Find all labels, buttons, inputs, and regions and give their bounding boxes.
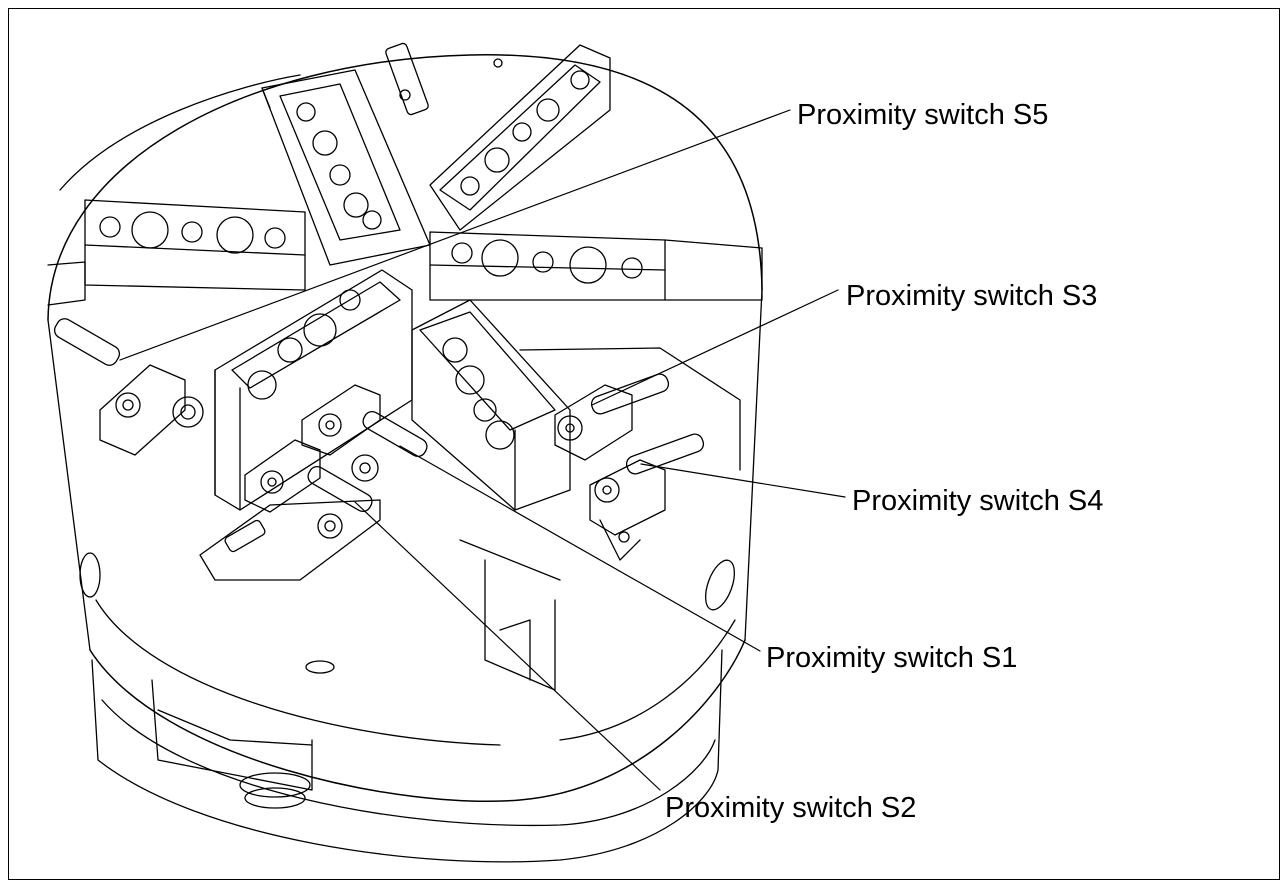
callout-proximity-switch-s2: Proximity switch S2 xyxy=(665,792,917,824)
jaw-top-left xyxy=(261,69,431,266)
switch-bracket-left xyxy=(53,318,204,456)
chuck-body xyxy=(47,54,763,863)
jaw-front-right xyxy=(411,299,571,511)
leader-line-s2 xyxy=(354,501,661,791)
leader-line-s5 xyxy=(119,109,791,361)
jaw-back-left xyxy=(47,199,306,306)
figure-frame xyxy=(8,8,1280,880)
jaw-front-left xyxy=(214,269,413,511)
callout-proximity-switch-s1: Proximity switch S1 xyxy=(766,642,1018,674)
jaw-centre-slide xyxy=(459,539,561,691)
jaw-top-right xyxy=(385,42,611,231)
callout-proximity-switch-s4: Proximity switch S4 xyxy=(852,485,1104,517)
jaw-back-right xyxy=(429,231,763,301)
leader-line-s3 xyxy=(591,289,839,406)
switch-bracket-centre xyxy=(199,384,428,581)
switch-bracket-right xyxy=(519,347,741,561)
leader-line-s4 xyxy=(640,463,846,498)
callout-proximity-switch-s3: Proximity switch S3 xyxy=(846,280,1098,312)
leader-line-s1 xyxy=(399,445,761,652)
callout-proximity-switch-s5: Proximity switch S5 xyxy=(797,99,1049,131)
leader-lines xyxy=(119,109,846,791)
